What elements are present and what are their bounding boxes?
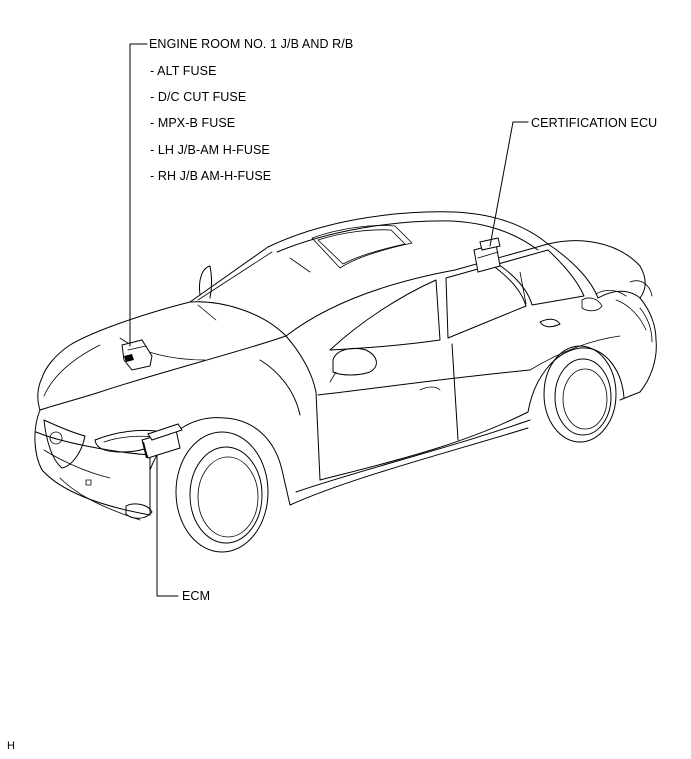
fuse-item-rh-jb-am: - RH J/B AM-H-FUSE <box>150 169 272 183</box>
engine-room-jb-title: ENGINE ROOM NO. 1 J/B AND R/B <box>149 37 354 51</box>
certification-ecu-component <box>473 237 501 273</box>
engine-room-jb-component <box>121 339 153 371</box>
leader-lines <box>129 43 529 597</box>
fuse-item-alt: - ALT FUSE <box>150 64 217 78</box>
figure-code: H <box>7 740 16 752</box>
fuse-item-lh-jb-am: - LH J/B-AM H-FUSE <box>150 143 270 157</box>
fuse-item-mpx-b: - MPX-B FUSE <box>150 116 236 130</box>
ecm-component <box>141 423 183 459</box>
fuse-item-dc-cut: - D/C CUT FUSE <box>150 90 247 104</box>
ecm-label: ECM <box>182 589 211 603</box>
car-body <box>34 211 657 553</box>
certification-ecu-label: CERTIFICATION ECU <box>531 116 658 130</box>
